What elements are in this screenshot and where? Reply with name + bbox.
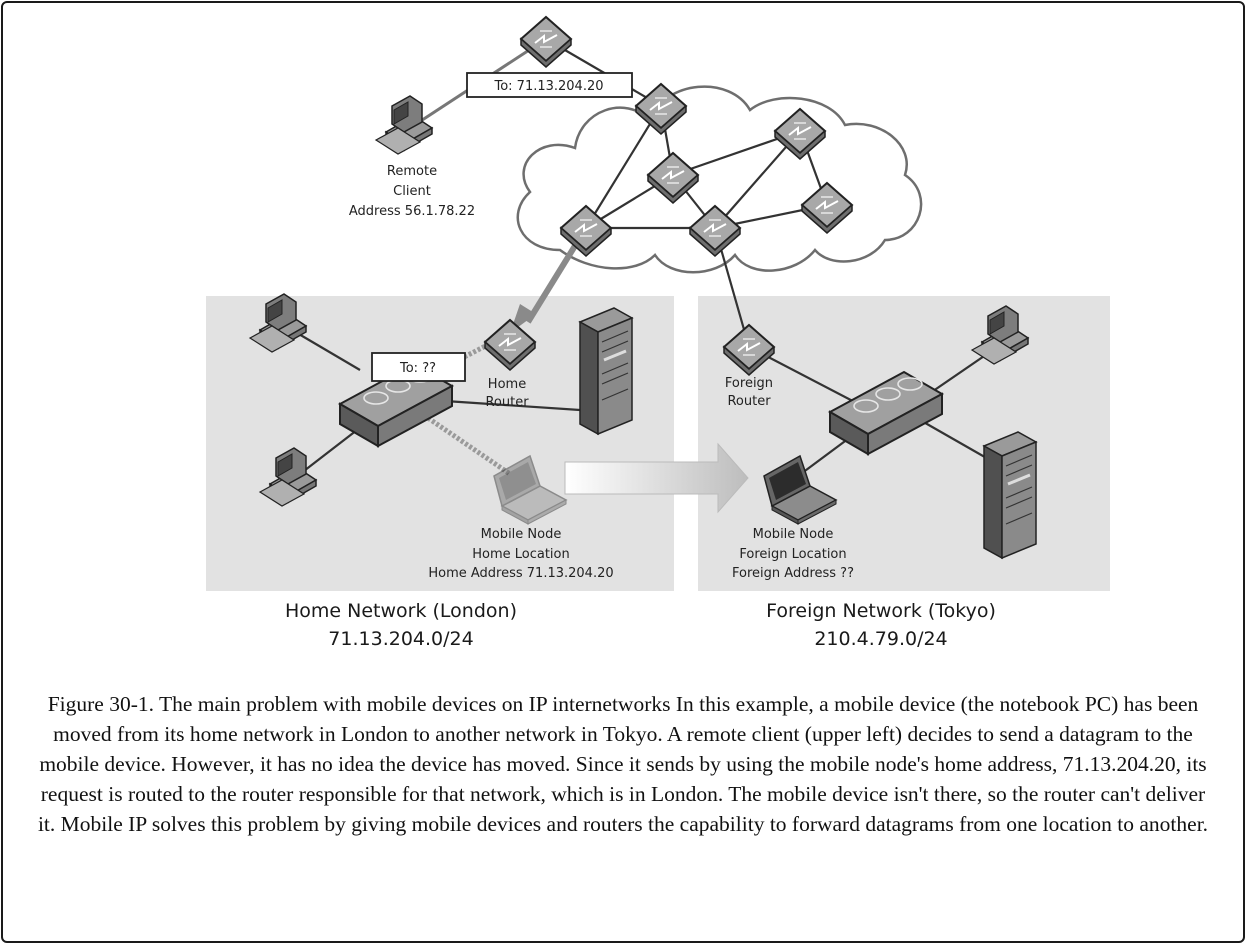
router-top: [520, 16, 572, 68]
mobile-foreign-label-2: Foreign Location: [739, 547, 846, 562]
foreign-network-name: Foreign Network (Tokyo): [766, 600, 996, 622]
mobile-foreign-label-1: Mobile Node: [753, 527, 834, 542]
move-arrow: [564, 442, 749, 514]
remote-client-pc-icon: [375, 95, 433, 155]
mobile-home-address: Home Address 71.13.204.20: [428, 566, 613, 581]
foreign-server-icon: [982, 430, 1038, 560]
header-box-home-label: To: ??: [399, 361, 436, 376]
mobile-home-label-2: Home Location: [472, 547, 570, 562]
header-box-top: [466, 72, 633, 98]
remote-client-label-1: Remote: [387, 164, 437, 179]
network-diagram: To: 71.13.204.20 To: ?? Remote Client Ad…: [206, 16, 1110, 650]
home-router-label-2: Router: [485, 395, 529, 410]
foreign-router-label-2: Router: [727, 394, 771, 409]
foreign-router-label-1: Foreign: [725, 376, 773, 391]
mobile-home-label-1: Mobile Node: [481, 527, 562, 542]
figure-caption: Figure 30-1. The main problem with mobil…: [37, 692, 1209, 836]
home-network-name: Home Network (London): [285, 600, 517, 622]
home-network-subnet: 71.13.204.0/24: [328, 628, 473, 650]
header-box-top-label: To: 71.13.204.20: [493, 79, 603, 94]
header-box-home: [371, 352, 466, 382]
home-router-label-1: Home: [488, 377, 526, 392]
home-server-icon: [578, 306, 634, 436]
foreign-network-subnet: 210.4.79.0/24: [814, 628, 947, 650]
remote-client-label-2: Client: [393, 184, 431, 199]
mobile-foreign-address: Foreign Address ??: [732, 566, 854, 581]
remote-client-address: Address 56.1.78.22: [349, 204, 475, 219]
